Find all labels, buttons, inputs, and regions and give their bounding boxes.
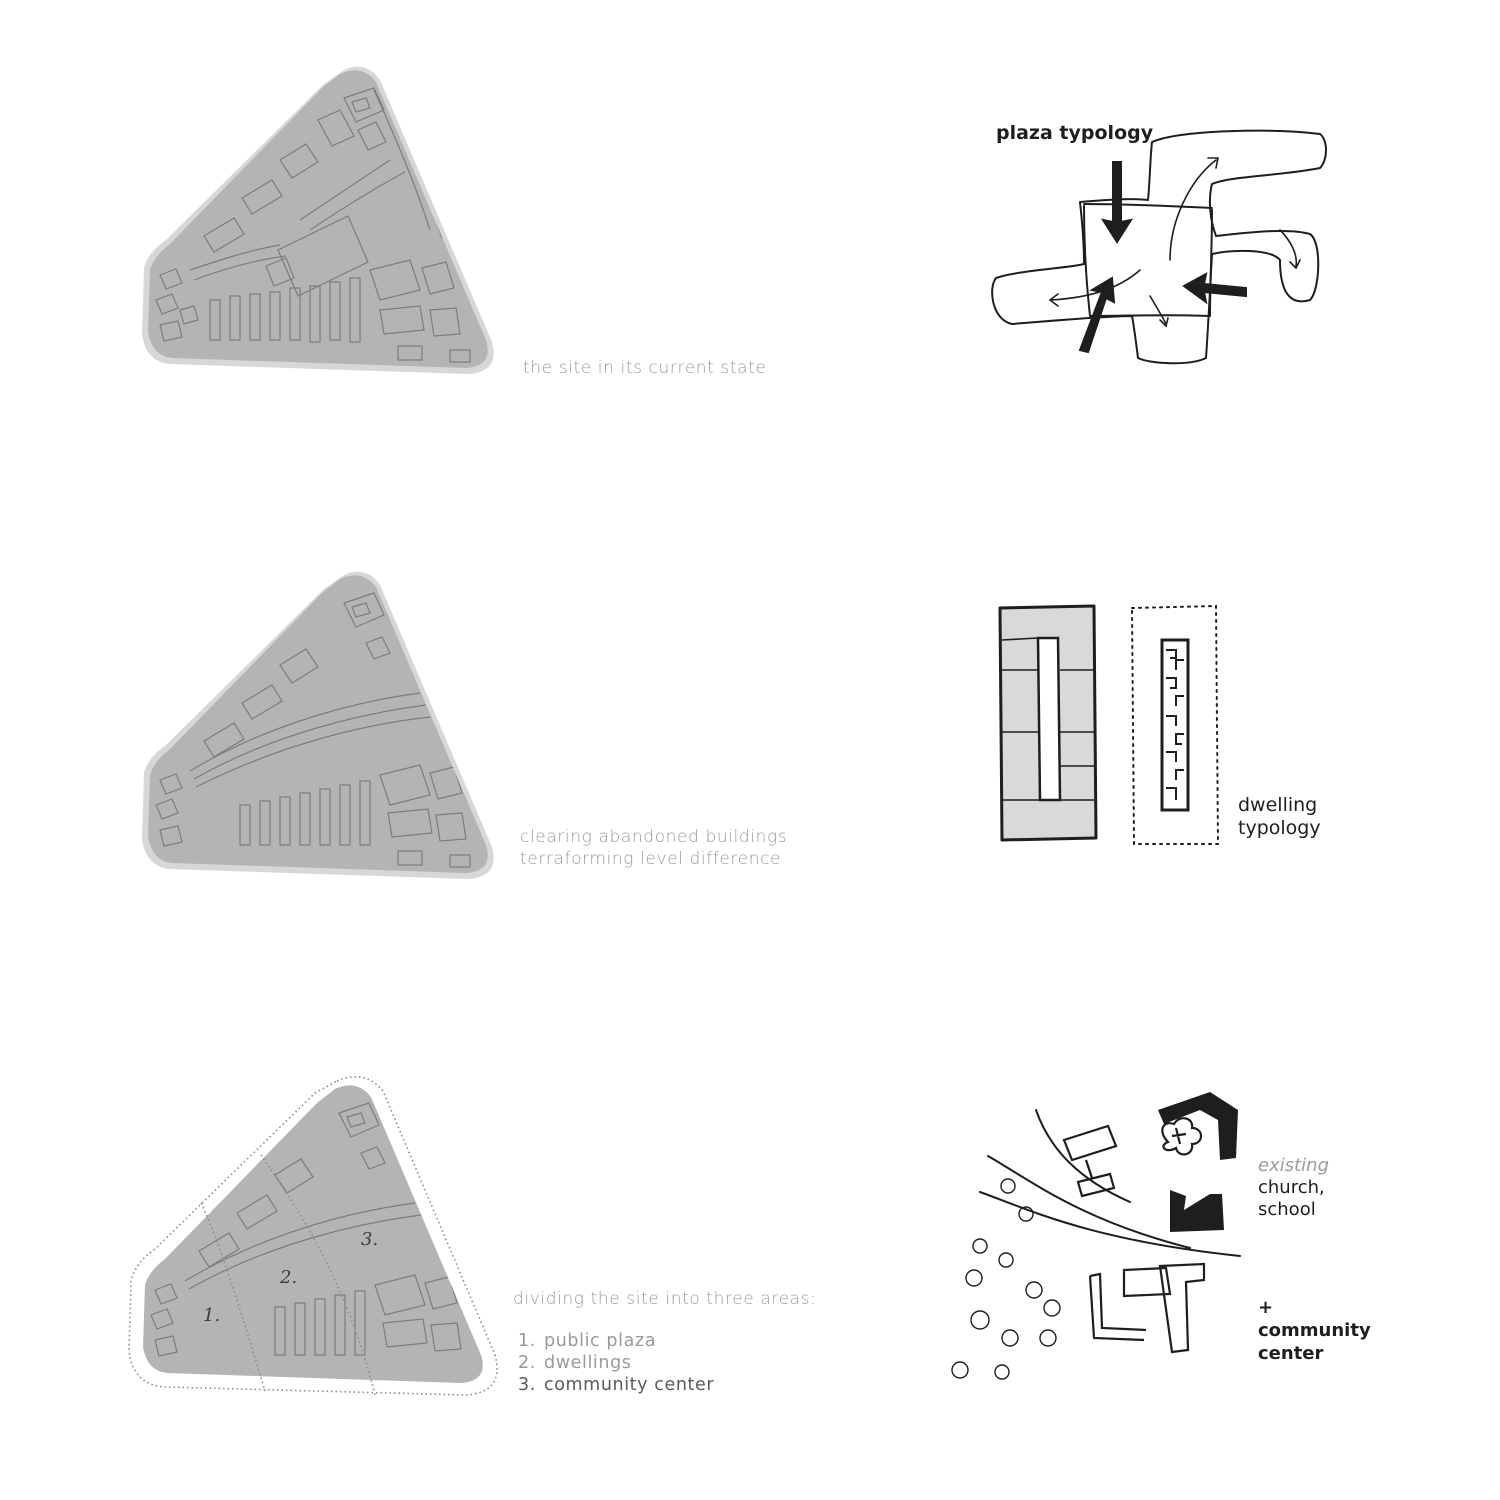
caption-line: the site in its current state [523,358,767,378]
label-line: dwelling [1238,794,1318,816]
plus-sign: + [1258,1297,1274,1318]
label-line: church, [1258,1177,1325,1198]
label-line: plaza typology [996,122,1154,144]
caption-line: terraforming level difference [520,849,782,869]
zones-list: 1.public plaza 2.dwellings 3.community c… [513,1330,714,1396]
zone-label-1: 1. [203,1305,220,1326]
existing-label: existing church, school [1258,1155,1329,1221]
label-line: school [1258,1199,1316,1220]
cross-icon [1161,1117,1203,1156]
arrow-icon [1100,161,1134,244]
plaza-typology-label: plaza typology [996,122,1153,145]
arrow-icon [1078,276,1116,354]
site-map-cleared [142,571,494,879]
list-item: 3.community center [518,1375,715,1395]
caption-current-state: the site in its current state [523,357,766,379]
zone-label-3: 3. [361,1229,378,1250]
list-item: 2.dwellings [518,1353,632,1373]
label-line: community [1258,1320,1371,1341]
caption-cleared: clearing abandoned buildings terraformin… [520,826,787,870]
list-item: 1.public plaza [518,1331,657,1351]
dwelling-typology-label: dwelling typology [1238,794,1321,840]
plaza-typology-sketch [991,129,1327,365]
site-map-current [142,66,494,375]
caption-zones-title: dividing the site into three areas: [513,1289,817,1309]
label-line: typology [1238,817,1321,839]
caption-line: clearing abandoned buildings [520,827,788,847]
context-sketch [951,1092,1241,1380]
zone-label-2: 2. [279,1267,297,1288]
site-map-zones: 1. 2. 3. [128,1075,498,1396]
dwelling-typology-sketch [998,604,1220,845]
new-program-label: + community center [1258,1296,1371,1365]
label-line: center [1258,1343,1324,1364]
existing-word: existing [1258,1155,1329,1176]
arrow-icon [1182,272,1247,305]
